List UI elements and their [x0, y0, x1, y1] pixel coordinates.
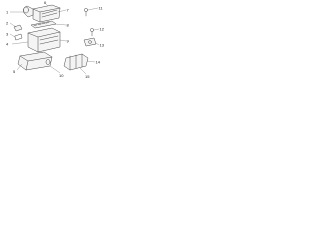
callout-6: 6: [44, 0, 47, 5]
callout-12: 12: [100, 27, 105, 32]
leader-lines: [9, 3, 100, 75]
callout-10: 10: [59, 73, 64, 78]
callout-15: 15: [85, 74, 90, 79]
callout-9: 9: [67, 39, 70, 44]
callout-5: 5: [13, 69, 16, 74]
bracket-left: [13, 24, 23, 41]
parts-exploded-diagram: 1 2 3 4 5 6 7 8 9 10 11 12 13 14 15: [6, 0, 105, 79]
callout-7: 7: [67, 8, 70, 13]
intake-duct: [23, 5, 34, 18]
resonator-duct: [17, 51, 53, 71]
callout-3: 3: [6, 32, 9, 37]
callout-8: 8: [67, 23, 70, 28]
outlet-hose: [63, 53, 89, 71]
fasteners: [84, 8, 94, 37]
diagram-canvas: 1 2 3 4 5 6 7 8 9 10 11 12 13 14 15: [0, 0, 109, 80]
callout-13: 13: [100, 43, 105, 48]
callout-2: 2: [6, 21, 9, 26]
air-cleaner-upper-housing: [32, 4, 61, 23]
mass-air-flow-sensor: [83, 37, 97, 47]
air-filter-element: [30, 20, 57, 29]
callout-11: 11: [99, 6, 104, 11]
callout-labels: 1 2 3 4 5 6 7 8 9 10 11 12 13 14 15: [6, 0, 105, 79]
air-cleaner-lower-housing: [27, 27, 61, 53]
callout-14: 14: [96, 60, 101, 65]
callout-1: 1: [6, 10, 9, 15]
callout-4: 4: [6, 42, 9, 47]
